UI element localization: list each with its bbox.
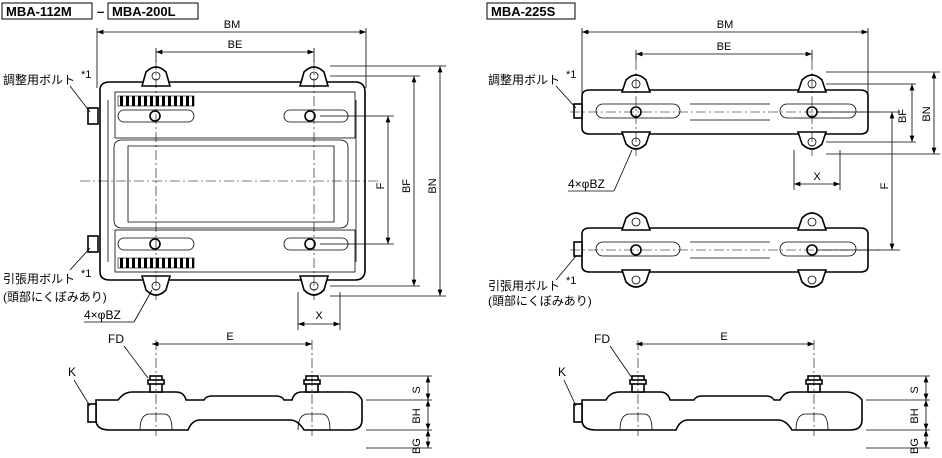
dim-bn-left: BN — [427, 178, 439, 193]
adjust-bolt-sup-left: *1 — [81, 69, 91, 81]
dim-x-right: X — [813, 171, 821, 183]
title-right: MBA-225S — [486, 2, 576, 20]
adjust-bolt-label-left: 調整用ボルト — [3, 72, 75, 87]
dim-e-left: E — [226, 331, 233, 343]
fd-label-left: FD — [108, 332, 124, 346]
holes-label-left: 4×φBZ — [84, 308, 121, 322]
dim-bm-left: BM — [224, 19, 241, 31]
dim-be-right: BE — [717, 41, 732, 53]
dim-e-right: E — [720, 331, 727, 343]
right-top-view — [570, 60, 880, 288]
dim-s-right: S — [909, 386, 921, 393]
model-label-225s: MBA-225S — [491, 4, 556, 19]
dim-s-left: S — [411, 386, 423, 393]
k-label-left: K — [68, 365, 76, 379]
dim-bg-left: BG — [411, 438, 423, 454]
dim-bm-right: BM — [717, 19, 734, 31]
right-side-dimensions: E FD K S BH BG — [558, 331, 930, 454]
pull-bolt-label-left: 引張用ボルト — [3, 272, 75, 286]
left-side-view — [87, 340, 363, 436]
fd-label-right: FD — [594, 332, 610, 346]
dim-bn-right: BN — [921, 106, 933, 121]
dim-bh-left: BH — [411, 408, 423, 423]
left-top-dimensions: BM BE F BF BN X — [96, 19, 446, 330]
right-side-view — [573, 340, 863, 436]
right-top-dimensions: BM BE F BF BN X — [581, 19, 940, 251]
holes-label-right: 4×φBZ — [568, 177, 605, 191]
right-top-labels: 調整用ボルト *1 4×φBZ 引張用ボルト *1 (頭部にくぼみあり) — [488, 69, 633, 308]
dim-f-right: F — [879, 182, 891, 189]
pull-bolt-sup-left: *1 — [81, 268, 91, 280]
adjust-bolt-sup-right: *1 — [566, 69, 576, 81]
k-label-right: K — [558, 365, 566, 379]
dim-bf-left: BF — [401, 179, 413, 193]
model-label-200l: MBA-200L — [112, 4, 176, 19]
pull-bolt-sup-right: *1 — [566, 275, 576, 287]
left-side-dimensions: E FD K S BH BG — [68, 331, 432, 454]
pull-bolt-label-right: 引張用ボルト — [488, 279, 560, 293]
dim-be-left: BE — [228, 39, 243, 51]
title-left: MBA-112M – MBA-200L — [1, 2, 199, 20]
pull-bolt-note-left: (頭部にくぼみあり) — [3, 289, 107, 304]
adjust-bolt-label-right: 調整用ボルト — [488, 72, 560, 87]
left-top-view — [80, 60, 378, 300]
dim-bf-right: BF — [897, 109, 909, 123]
dim-bg-right: BG — [909, 438, 921, 454]
pull-bolt-note-right: (頭部にくぼみあり) — [488, 293, 592, 308]
dim-x-left: X — [315, 310, 323, 322]
model-range-dash: – — [97, 4, 104, 19]
left-top-labels: 調整用ボルト *1 引張用ボルト *1 (頭部にくぼみあり) 4×φBZ — [3, 69, 153, 323]
dim-bh-right: BH — [909, 408, 921, 423]
dim-f-left: F — [375, 182, 387, 189]
model-label-112m: MBA-112M — [6, 4, 72, 19]
